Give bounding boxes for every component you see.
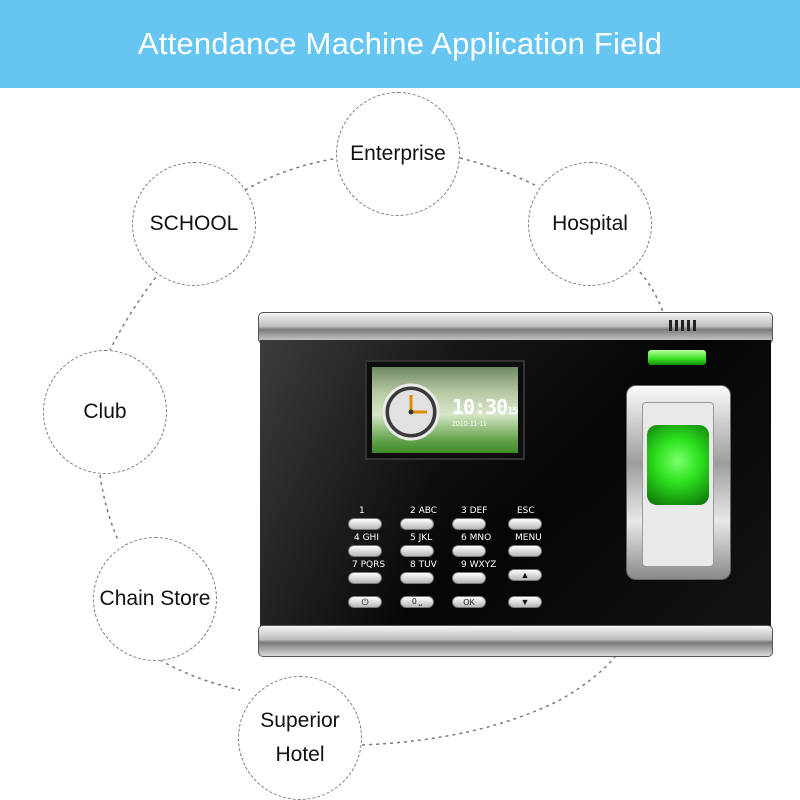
key-9[interactable] xyxy=(452,572,486,584)
analog-clock-icon xyxy=(382,383,440,441)
speaker-grille-icon xyxy=(669,320,696,331)
field-superior-hotel: Superior Hotel xyxy=(238,676,362,800)
key-label: ESC xyxy=(517,506,535,516)
key-label: 6 MNO xyxy=(461,533,492,543)
key-menu[interactable] xyxy=(508,545,542,557)
field-label: Hotel xyxy=(275,743,325,766)
key-1[interactable] xyxy=(348,518,382,530)
field-label: Chain Store xyxy=(99,587,211,611)
header-banner: Attendance Machine Application Field xyxy=(0,0,800,88)
key-power[interactable]: ⏻ xyxy=(348,596,382,608)
key-5[interactable] xyxy=(400,545,434,557)
key-3[interactable] xyxy=(452,518,486,530)
fingerprint-scanner-icon[interactable] xyxy=(647,425,709,505)
key-label: OK xyxy=(463,597,475,607)
field-enterprise: Enterprise xyxy=(336,92,460,216)
key-ok[interactable]: OK xyxy=(452,596,486,608)
field-label: Club xyxy=(83,400,127,424)
key-label: 0 ⎵ xyxy=(412,597,422,606)
up-arrow-icon: ▲ xyxy=(520,570,530,580)
key-8[interactable] xyxy=(400,572,434,584)
key-label: 9 WXYZ xyxy=(461,560,497,570)
key-label: 1 xyxy=(359,506,365,516)
key-label: MENU xyxy=(515,533,542,543)
key-label: 4 GHI xyxy=(354,533,379,543)
field-label: Enterprise xyxy=(350,142,446,166)
key-7[interactable] xyxy=(348,572,382,584)
key-up[interactable]: ▲ xyxy=(508,569,542,581)
field-label: Hospital xyxy=(552,212,628,236)
key-down[interactable]: ▼ xyxy=(508,596,542,608)
page-title: Attendance Machine Application Field xyxy=(137,26,663,61)
field-hospital: Hospital xyxy=(528,162,652,286)
field-club: Club xyxy=(43,350,167,474)
key-6[interactable] xyxy=(452,545,486,557)
field-school: SCHOOL xyxy=(132,162,256,286)
digital-date: 2010-11-11 xyxy=(452,421,487,428)
field-chain-store: Chain Store xyxy=(93,537,217,661)
status-led-icon xyxy=(648,350,706,365)
key-label: 7 PQRS xyxy=(352,560,386,570)
device-display: 10:3015 2010-11-11 xyxy=(365,360,525,460)
key-esc[interactable] xyxy=(508,518,542,530)
key-label: 5 JKL xyxy=(410,533,433,543)
digital-time: 10:3015 xyxy=(452,395,518,419)
key-0[interactable]: 0 ⎵ xyxy=(400,596,434,608)
down-arrow-icon: ▼ xyxy=(520,597,530,607)
key-label: 8 TUV xyxy=(410,560,437,570)
key-label: 2 ABC xyxy=(410,506,438,516)
power-icon: ⏻ xyxy=(361,596,369,607)
key-label: 3 DEF xyxy=(461,506,488,516)
field-label: SCHOOL xyxy=(149,212,239,236)
key-2[interactable] xyxy=(400,518,434,530)
device-bottom-bezel xyxy=(258,625,773,657)
key-4[interactable] xyxy=(348,545,382,557)
field-label: Superior xyxy=(260,709,340,733)
